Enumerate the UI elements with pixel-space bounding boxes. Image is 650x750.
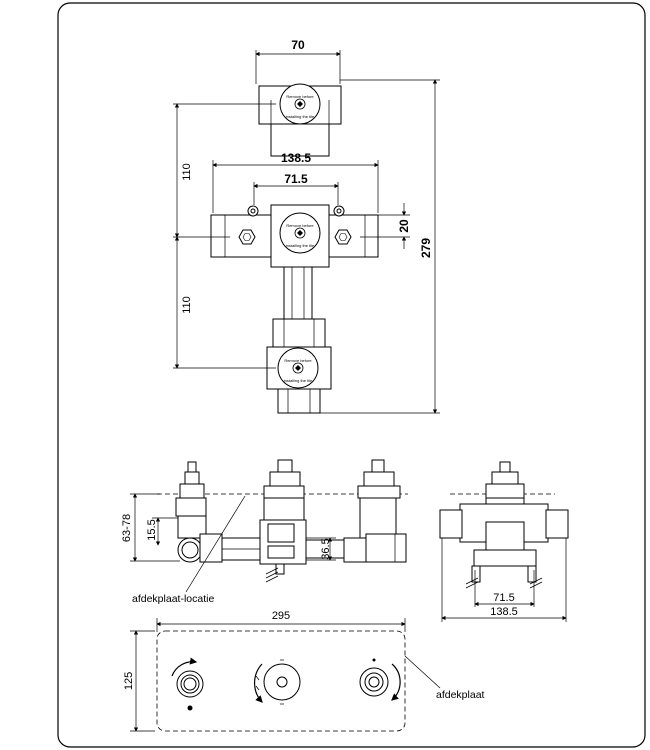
- cover-plate-view: 295 125: [123, 610, 485, 732]
- dim-total-height: 279: [419, 238, 433, 258]
- dim-depth-range: 63-78: [121, 514, 133, 542]
- cover-plate-location-label: afdekplaat-locatie: [132, 593, 214, 605]
- dim-offset: 20: [397, 219, 411, 233]
- dim-upper-height: 110: [181, 163, 193, 181]
- knob-left: [171, 657, 204, 711]
- end-dim-inner: 71.5: [493, 592, 514, 604]
- plate-dim-width: 295: [272, 610, 290, 622]
- cap-text-bot-2: installing the tile: [284, 378, 313, 383]
- hex-nut-left: [238, 229, 256, 245]
- side-view: 63-78 15.5 36.5 afdekplaat-locatie: [121, 459, 408, 605]
- cap-text-bot-1: Remove before: [284, 358, 312, 363]
- dim-pipe: 36.5: [320, 538, 332, 559]
- dim-total-width: 138.5: [281, 151, 311, 165]
- cap-text-top-2: installing the tile: [286, 114, 315, 119]
- hex-nut-right: [334, 229, 352, 245]
- dim-small: 15.5: [146, 519, 158, 540]
- cap-text-mid-2: installing the tile: [286, 243, 315, 248]
- dim-top-width: 70: [291, 38, 305, 52]
- drawing-frame: [57, 2, 646, 748]
- cover-plate-label: afdekplaat: [436, 689, 485, 701]
- cap-text-mid-1: Remove before: [286, 223, 314, 228]
- knob-middle: [253, 659, 301, 705]
- end-view: 71.5 138.5: [439, 461, 569, 622]
- plate-dim-height: 125: [123, 672, 135, 690]
- dim-lower-height: 110: [181, 296, 193, 314]
- dim-inner-width: 71.5: [284, 172, 308, 186]
- cap-text-top-1: Remove before: [286, 94, 314, 99]
- front-view: Remove before installing the tile Remove…: [173, 38, 440, 414]
- knob-right: [359, 658, 401, 701]
- end-dim-outer: 138.5: [490, 606, 518, 618]
